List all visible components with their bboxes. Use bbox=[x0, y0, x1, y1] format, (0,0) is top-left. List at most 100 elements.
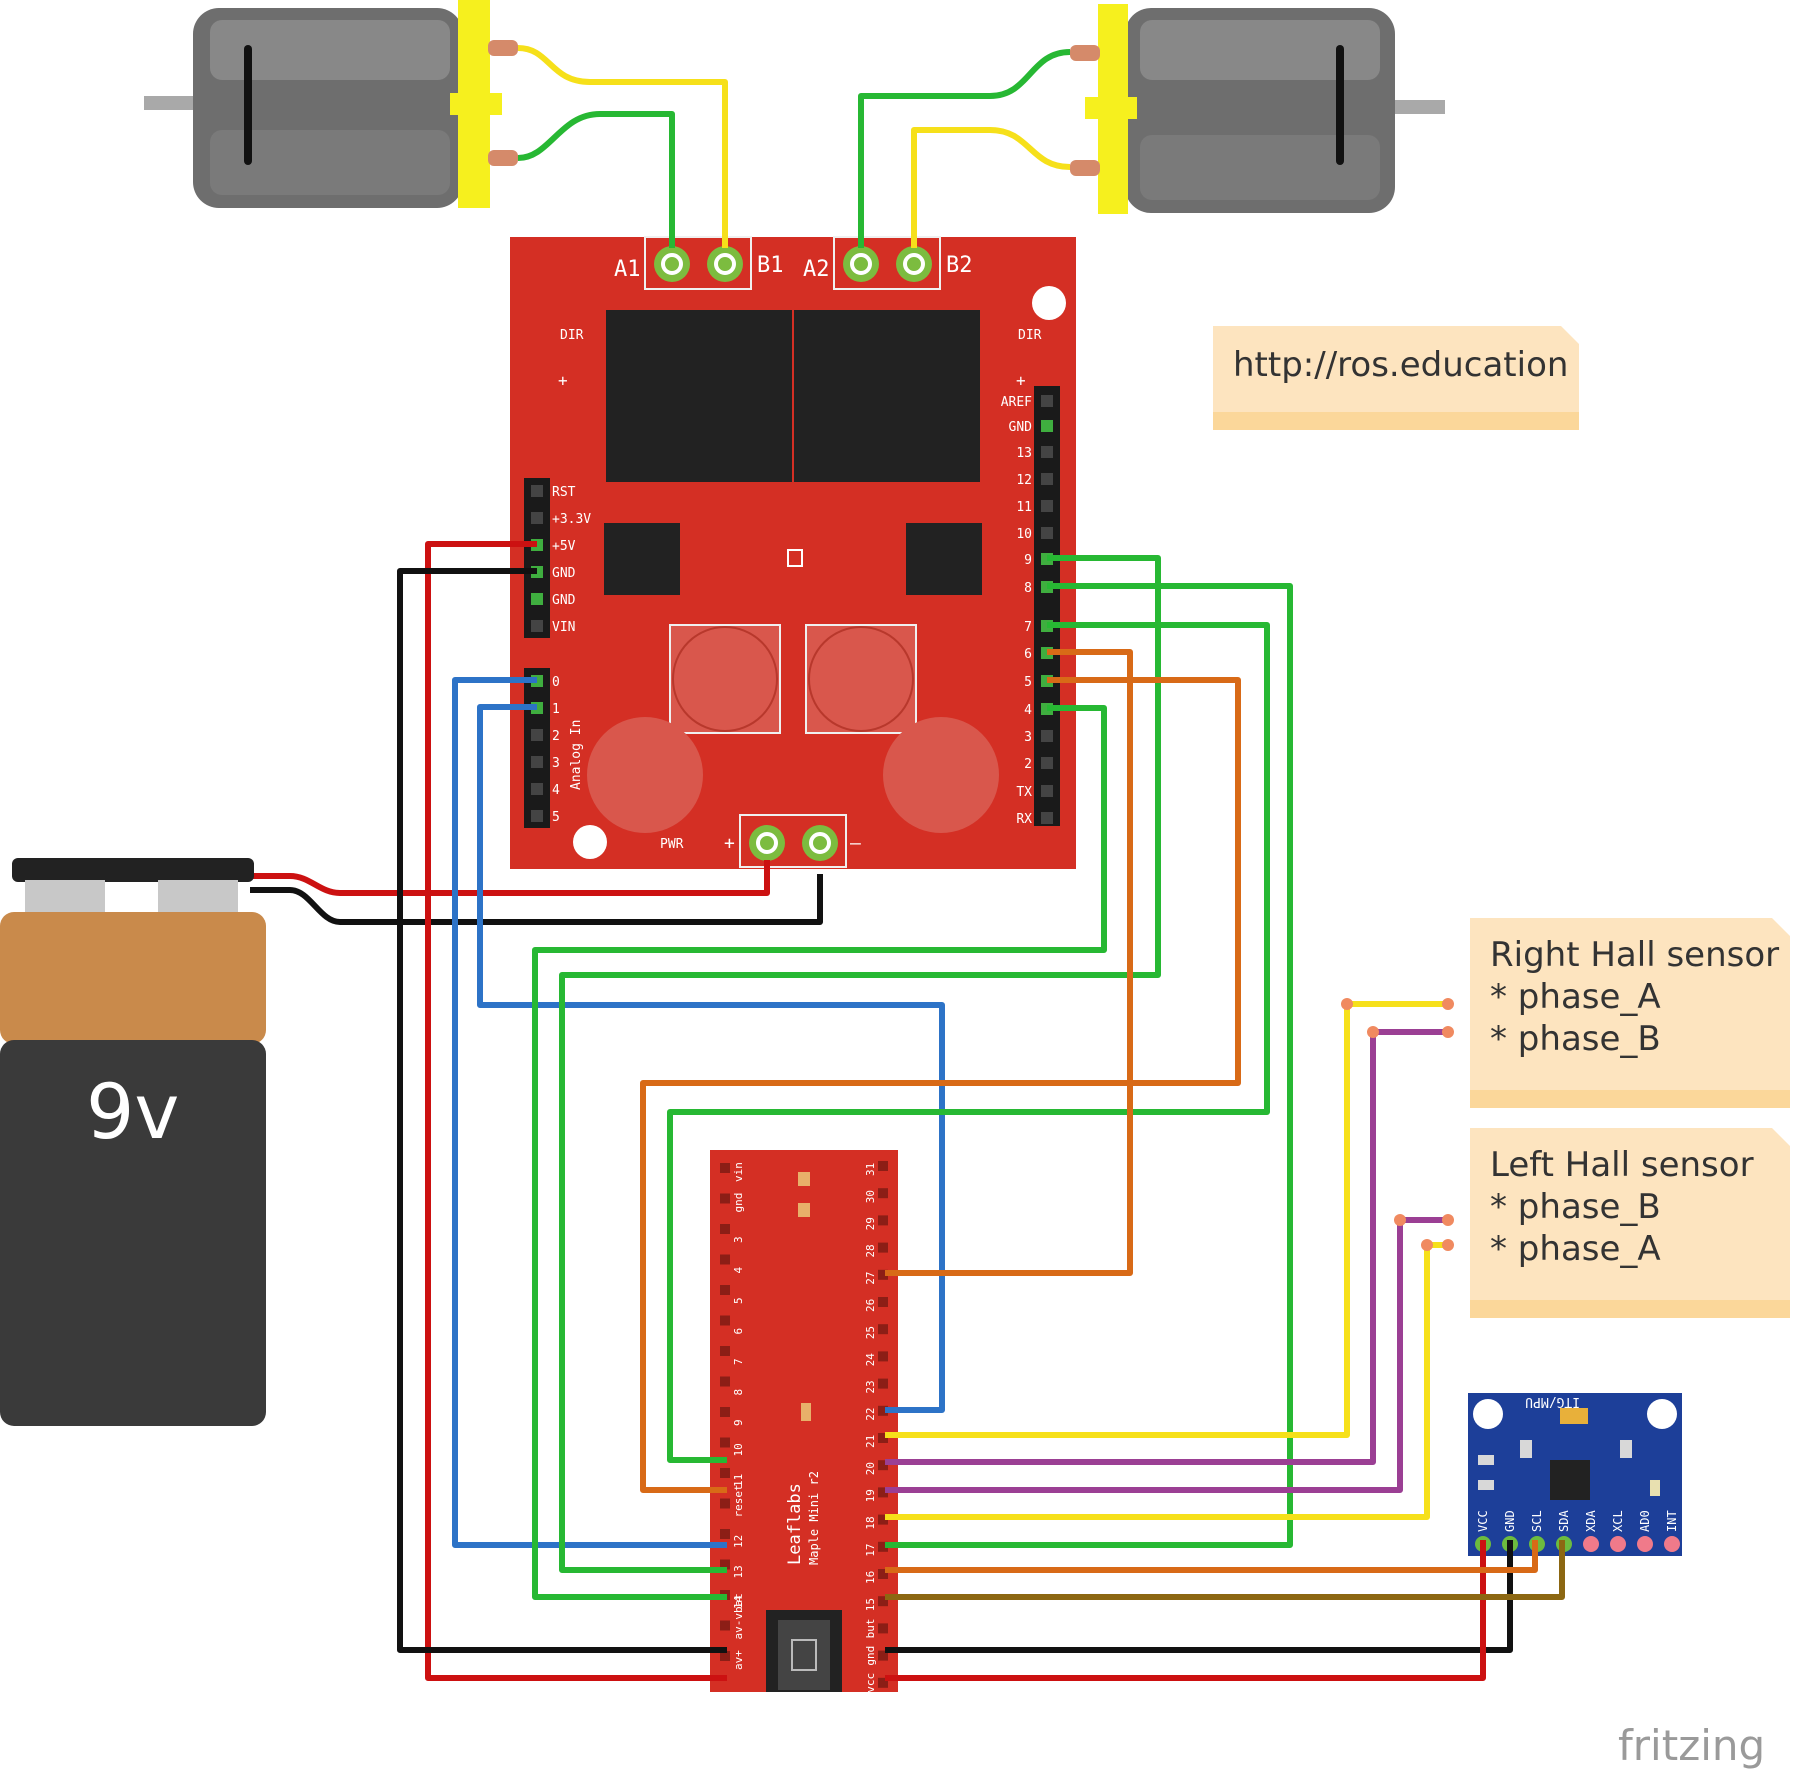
maple-right-pin-27[interactable] bbox=[878, 1269, 888, 1280]
terminal-pwr-minus[interactable] bbox=[802, 825, 838, 861]
maple-left-pin-9[interactable] bbox=[720, 1407, 730, 1417]
maple-left-pin-11[interactable] bbox=[720, 1468, 730, 1478]
driver-analog-pin-3[interactable] bbox=[531, 756, 543, 768]
driver-digital-pin-rx[interactable] bbox=[1041, 812, 1053, 824]
imu-pin-xcl[interactable] bbox=[1610, 1536, 1626, 1552]
driver-digital-label: 9 bbox=[1024, 553, 1032, 568]
maple-left-label: gnd bbox=[732, 1193, 745, 1213]
maple-right-pin-25[interactable] bbox=[878, 1324, 888, 1335]
battery-label: 9v bbox=[86, 1067, 179, 1156]
terminal-a1[interactable] bbox=[654, 246, 690, 282]
driver-digital-pin-2[interactable] bbox=[1041, 757, 1053, 769]
maple-right-label: 17 bbox=[864, 1544, 877, 1557]
maple-right-pin-22[interactable] bbox=[878, 1405, 888, 1416]
driver-analog-pin-2[interactable] bbox=[531, 729, 543, 741]
driver-digital-pin-tx[interactable] bbox=[1041, 785, 1053, 797]
dir-label-left: DIR bbox=[560, 328, 584, 343]
driver-digital-label: 2 bbox=[1024, 757, 1032, 772]
maple-left-label: reset bbox=[732, 1484, 745, 1517]
driver-analog-pin-4[interactable] bbox=[531, 783, 543, 795]
imu-title: ITG/MPU bbox=[1525, 1394, 1580, 1409]
terminal-b1[interactable] bbox=[707, 246, 743, 282]
terminal-a2[interactable] bbox=[843, 246, 879, 282]
maple-left-pin-10[interactable] bbox=[720, 1437, 730, 1448]
driver-digital-pin-gnd[interactable] bbox=[1041, 420, 1053, 432]
label-a1: A1 bbox=[614, 257, 641, 282]
wire-green-8 bbox=[885, 583, 1293, 1548]
maple-right-label: 18 bbox=[864, 1516, 877, 1529]
maple-right-pin-gnd[interactable] bbox=[878, 1650, 888, 1661]
terminal-b2[interactable] bbox=[896, 246, 932, 282]
maple-right-pin-24[interactable] bbox=[878, 1351, 888, 1362]
maple-left-pin-vin[interactable] bbox=[720, 1163, 730, 1173]
driver-analog-pin-5[interactable] bbox=[531, 810, 543, 822]
maple-right-pin-vcc[interactable] bbox=[878, 1677, 888, 1688]
maple-right-pin-but[interactable] bbox=[878, 1623, 888, 1634]
maple-right-pin-29[interactable] bbox=[878, 1215, 888, 1226]
terminal-pwr-plus[interactable] bbox=[749, 825, 785, 861]
maple-left-label: 6 bbox=[732, 1328, 745, 1335]
maple-right-pin-31[interactable] bbox=[878, 1161, 888, 1171]
maple-left-pin-6[interactable] bbox=[720, 1315, 730, 1326]
dir-label-right: DIR bbox=[1018, 328, 1042, 343]
wire-battery-red bbox=[250, 860, 770, 896]
maple-left-label: vin bbox=[732, 1162, 745, 1182]
driver-digital-pin-aref[interactable] bbox=[1041, 395, 1053, 407]
driver-digital-label: 5 bbox=[1024, 675, 1032, 690]
wire-motor-left-yellow bbox=[517, 45, 728, 248]
maple-left-pin-13[interactable] bbox=[720, 1559, 730, 1570]
imu-pin-ad0[interactable] bbox=[1637, 1536, 1653, 1552]
driver-digital-label: GND bbox=[1009, 420, 1033, 435]
maple-left-pin-4[interactable] bbox=[720, 1254, 730, 1265]
maple-left-pin-avvbat[interactable] bbox=[720, 1620, 730, 1631]
url-note-text: http://ros.education bbox=[1233, 345, 1569, 385]
driver-digital-pin-12[interactable] bbox=[1041, 473, 1053, 485]
maple-right-pin-30[interactable] bbox=[878, 1188, 888, 1199]
driver-pin-rst[interactable] bbox=[531, 485, 543, 497]
plus-left: + bbox=[558, 371, 568, 390]
maple-right-pin-21[interactable] bbox=[878, 1433, 888, 1443]
maple-right-pin-28[interactable] bbox=[878, 1242, 888, 1253]
imu-pin-label: GND bbox=[1503, 1510, 1517, 1532]
maple-left-label: 4 bbox=[732, 1267, 745, 1274]
fritzing-logo: fritzing bbox=[1618, 1721, 1765, 1770]
wire-green-7 bbox=[667, 622, 1270, 1463]
maple-subtitle: Maple Mini r2 bbox=[807, 1471, 821, 1565]
maple-right-pin-17[interactable] bbox=[878, 1541, 888, 1552]
wire-green-9 bbox=[559, 555, 1161, 1573]
maple-left-pin-7[interactable] bbox=[720, 1346, 730, 1356]
maple-right-label: 19 bbox=[864, 1489, 877, 1502]
maple-right-pin-23[interactable] bbox=[878, 1378, 888, 1389]
driver-digital-header bbox=[1034, 386, 1060, 826]
maple-right-pin-26[interactable] bbox=[878, 1297, 888, 1307]
driver-digital-pin-3[interactable] bbox=[1041, 730, 1053, 742]
driver-digital-pin-13[interactable] bbox=[1041, 446, 1053, 458]
driver-analog-label: 3 bbox=[552, 756, 560, 771]
maple-right-pin-18[interactable] bbox=[878, 1514, 888, 1525]
maple-left-pin-12[interactable] bbox=[720, 1529, 730, 1539]
maple-right-label: 23 bbox=[864, 1380, 877, 1393]
maple-left-pin-reset[interactable] bbox=[720, 1498, 730, 1509]
maple-left-pin-5[interactable] bbox=[720, 1285, 730, 1295]
maple-right-pin-20[interactable] bbox=[878, 1460, 888, 1471]
label-b1: B1 bbox=[757, 253, 784, 278]
maple-left-pin-gnd[interactable] bbox=[720, 1193, 730, 1204]
driver-digital-pin-10[interactable] bbox=[1041, 527, 1053, 539]
maple-left-pin-av[interactable] bbox=[720, 1651, 730, 1661]
maple-right-pin-16[interactable] bbox=[878, 1569, 888, 1579]
maple-right-pin-15[interactable] bbox=[878, 1596, 888, 1607]
maple-left-pin-3[interactable] bbox=[720, 1224, 730, 1234]
pwr-label: PWR bbox=[660, 837, 684, 852]
imu-pin-label: AD0 bbox=[1638, 1510, 1652, 1532]
pwr-plus-label: + bbox=[724, 833, 735, 854]
wire-orange-6 bbox=[885, 649, 1133, 1276]
driver-pin-gnd[interactable] bbox=[531, 593, 543, 605]
driver-pin-vin[interactable] bbox=[531, 620, 543, 632]
maple-right-pin-19[interactable] bbox=[878, 1487, 888, 1498]
driver-digital-pin-11[interactable] bbox=[1041, 500, 1053, 512]
driver-pin-33v[interactable] bbox=[531, 512, 543, 524]
imu-pin-int[interactable] bbox=[1664, 1536, 1680, 1552]
maple-left-pin-8[interactable] bbox=[720, 1376, 730, 1387]
imu-pin-xda[interactable] bbox=[1583, 1536, 1599, 1552]
driver-power-header bbox=[524, 478, 550, 638]
